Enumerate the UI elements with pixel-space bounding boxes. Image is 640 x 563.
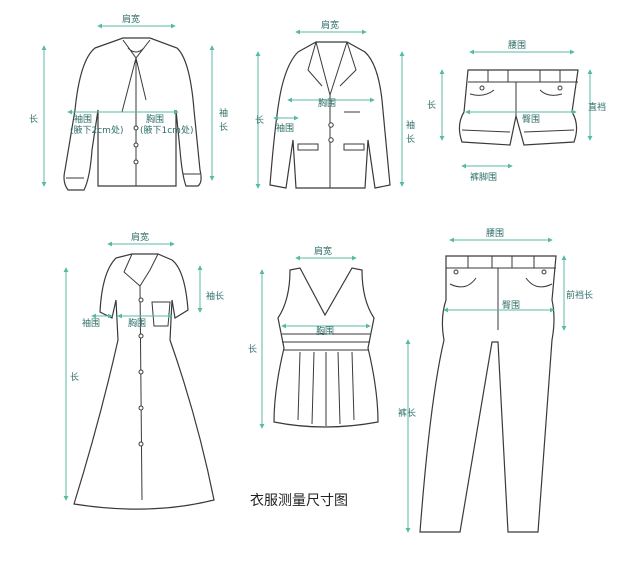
shorts-figure [458, 69, 579, 146]
blazer-pockets [297, 111, 365, 151]
tank-pleats [297, 351, 355, 426]
shirt-bow [121, 39, 151, 113]
pants-front-rise-label: 前裆长 [566, 289, 593, 301]
blazer-chest-label: 胸围 [318, 97, 336, 109]
chart-title: 衣服测量尺寸图 [250, 493, 348, 509]
shirt-figure [63, 37, 202, 191]
shorts-length-label: 长 [427, 99, 436, 111]
blazer-length-label: 长 [255, 114, 264, 126]
dress-button [138, 333, 144, 339]
tank-chest-label: 胸围 [316, 325, 334, 337]
dress-button [138, 405, 144, 411]
blazer-sleeve-length-label: 袖 [406, 119, 415, 131]
blazer-button [328, 122, 334, 128]
shorts-hip-label: 臀围 [522, 114, 540, 125]
shorts-measurements: 腰围 臀围 长 直裆 裤脚围 [427, 40, 606, 183]
tank-outline [273, 267, 379, 428]
shorts-outline [458, 69, 579, 146]
shirt-sleeve-length-label: 袖 [219, 107, 228, 119]
tank-length-label: 长 [248, 343, 257, 355]
shirt-outline [63, 37, 202, 191]
pants-button [541, 269, 547, 275]
shirt-length-label: 长 [29, 113, 38, 125]
shirt-button [133, 159, 139, 165]
pants-waist-label: 腰围 [486, 228, 504, 239]
pants-outline [419, 255, 557, 533]
tank-figure [273, 267, 379, 428]
dress-button [138, 369, 144, 375]
blazer-figure [269, 41, 391, 189]
shirt-button [133, 125, 139, 131]
pants-inseam-label: 裤长 [398, 407, 416, 419]
shorts-button [557, 85, 563, 91]
shirt-measurements: 肩宽 长 袖围 (腋下2cm处) 胸围 (腋下1cm处) 袖 长 [29, 13, 228, 187]
pants-waistband [446, 256, 556, 269]
shirt-sleeve-circ-label: 袖围 [74, 113, 92, 125]
dress-button [138, 441, 144, 447]
pants-button [453, 269, 459, 275]
dress-sleeve-circ-label: 袖围 [82, 317, 100, 329]
shorts-waist-label: 腰围 [508, 40, 526, 51]
blazer-measurements: 肩宽 胸围 袖围 长 袖 长 [255, 19, 415, 189]
dress-collar [123, 253, 159, 501]
dress-sleeve-length-label: 袖长 [206, 290, 224, 302]
shirt-sleeve-length-label-2: 长 [219, 121, 228, 133]
dress-shoulder-label: 肩宽 [131, 231, 149, 243]
shorts-waistband [468, 70, 578, 83]
dress-figure [73, 253, 215, 510]
blazer-button [328, 137, 334, 143]
dress-outline [73, 253, 215, 510]
pants-figure [419, 255, 557, 533]
shirt-sleeve-note: (腋下2cm处) [70, 124, 123, 136]
shorts-cuffs [461, 129, 575, 133]
blazer-sleeve-length-label-2: 长 [406, 133, 415, 145]
shorts-button [479, 85, 485, 91]
tank-band [282, 333, 370, 351]
dress-chest-label: 胸围 [128, 317, 146, 329]
dress-length-label: 长 [70, 371, 79, 383]
shirt-chest-note: (腋下1cm处) [140, 124, 193, 136]
shirt-shoulder-label: 肩宽 [122, 13, 140, 25]
blazer-shoulder-label: 肩宽 [321, 19, 339, 31]
tank-shoulder-label: 肩宽 [314, 245, 332, 257]
tank-measurements: 肩宽 胸围 长 [248, 245, 371, 429]
shirt-cuffs [66, 173, 200, 179]
shorts-leg-opening-label: 裤脚围 [470, 171, 497, 183]
shirt-chest-label: 胸围 [146, 113, 164, 125]
pants-fly [449, 268, 553, 330]
pants-hip-label: 臀围 [502, 300, 520, 311]
dress-button [138, 297, 144, 303]
dress-measurements: 肩宽 袖长 袖围 胸围 长 [63, 231, 224, 501]
blazer-sleeve-circ-label: 袖围 [276, 122, 294, 134]
shorts-rise-label: 直裆 [588, 101, 606, 113]
shirt-button [133, 142, 139, 148]
pants-measurements: 腰围 前裆长 臀围 裤长 [398, 228, 593, 533]
